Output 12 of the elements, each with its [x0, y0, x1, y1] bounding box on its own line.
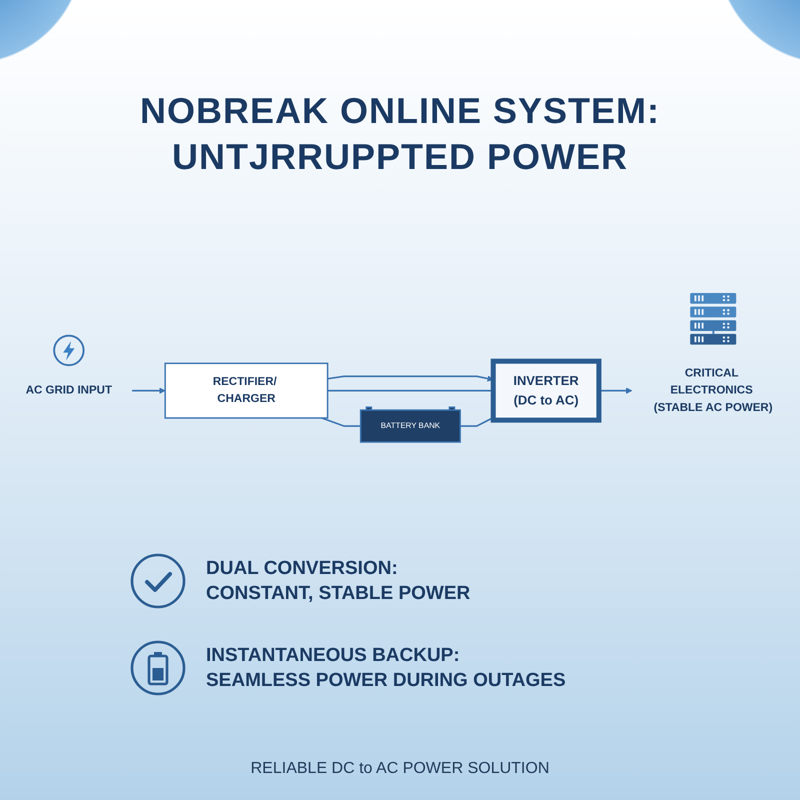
- node-label: CRITICAL ELECTRONICS (STABLE AC POWER): [652, 366, 774, 416]
- arrow: [132, 388, 166, 394]
- node-label: AC GRID INPUT: [26, 383, 112, 398]
- node-label: RECTIFIER/ CHARGER: [212, 374, 278, 408]
- title: NOBREAK ONLINE SYSTEM: UNTJRRUPPTED POWER: [138, 89, 662, 179]
- node-label: INVERTER (DC to AC): [513, 372, 579, 410]
- feature-heading: DUAL CONVERSION:: [206, 557, 399, 581]
- feature-text: CONSTANT, STABLE POWER: [206, 582, 470, 606]
- connector-line: [322, 417, 361, 427]
- feature-text: SEAMLESS POWER DURING OUTAGES: [206, 669, 566, 693]
- caption: RELIABLE DC to AC POWER SOLUTION: [250, 760, 550, 778]
- feature-heading: INSTANTANEOUS BACKUP:: [206, 644, 461, 668]
